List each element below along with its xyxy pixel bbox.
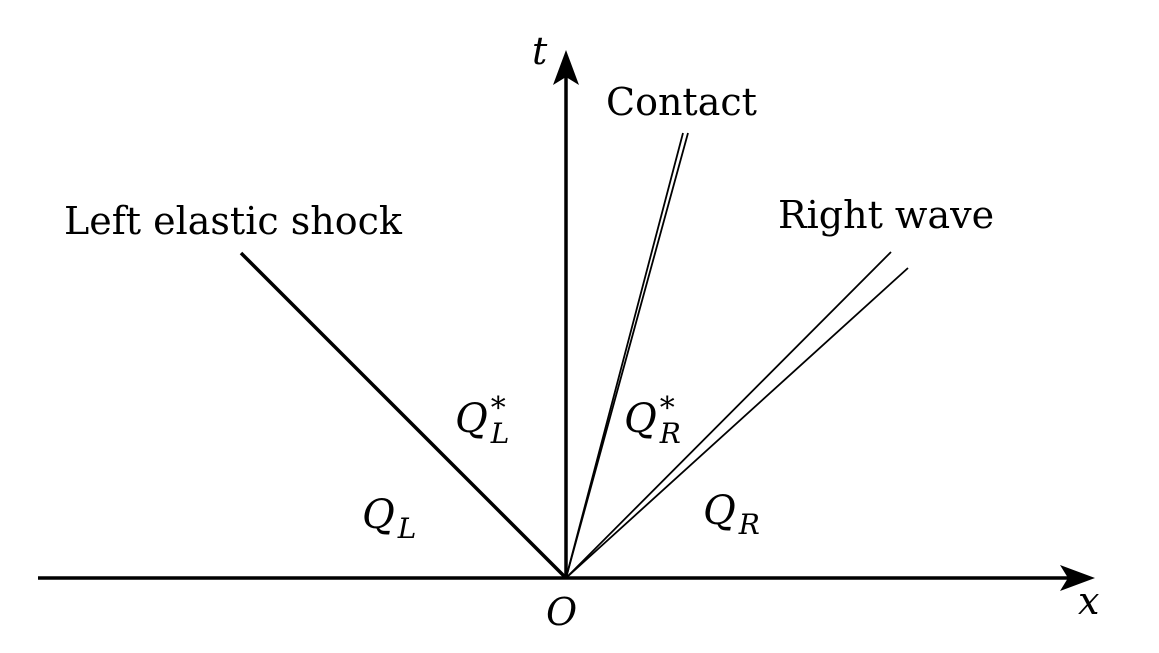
right-wave-line-tail xyxy=(565,267,909,579)
x-axis-arrowhead xyxy=(1060,565,1095,591)
state-q-l-star: Q*L xyxy=(455,391,509,450)
state-q-l-base: Q xyxy=(362,492,395,538)
origin-label: O xyxy=(546,590,577,634)
state-q-r-sub: R xyxy=(738,508,760,541)
state-q-l-star-base: Q xyxy=(455,396,488,442)
state-q-l-sub: L xyxy=(397,512,417,545)
t-axis-arrowhead xyxy=(553,50,579,85)
left-elastic-shock-label: Left elastic shock xyxy=(64,199,403,243)
right-wave-label: Right wave xyxy=(778,193,994,237)
state-q-r-star-sub: R xyxy=(659,417,681,450)
x-axis-label: x xyxy=(1078,579,1099,623)
state-q-r-base: Q xyxy=(703,488,736,534)
state-q-l-star-sub: L xyxy=(490,417,510,450)
state-q-r-star-sup: * xyxy=(660,391,675,426)
left-elastic-shock-line xyxy=(239,251,568,580)
contact-label: Contact xyxy=(606,80,757,124)
contact-line-b xyxy=(565,132,689,579)
right-wave-line-head xyxy=(565,251,892,579)
state-q-l-star-sup: * xyxy=(491,391,506,426)
state-q-r-star-base: Q xyxy=(624,396,657,442)
state-q-r-star: Q*R xyxy=(624,391,681,450)
t-axis-label: t xyxy=(532,29,548,73)
